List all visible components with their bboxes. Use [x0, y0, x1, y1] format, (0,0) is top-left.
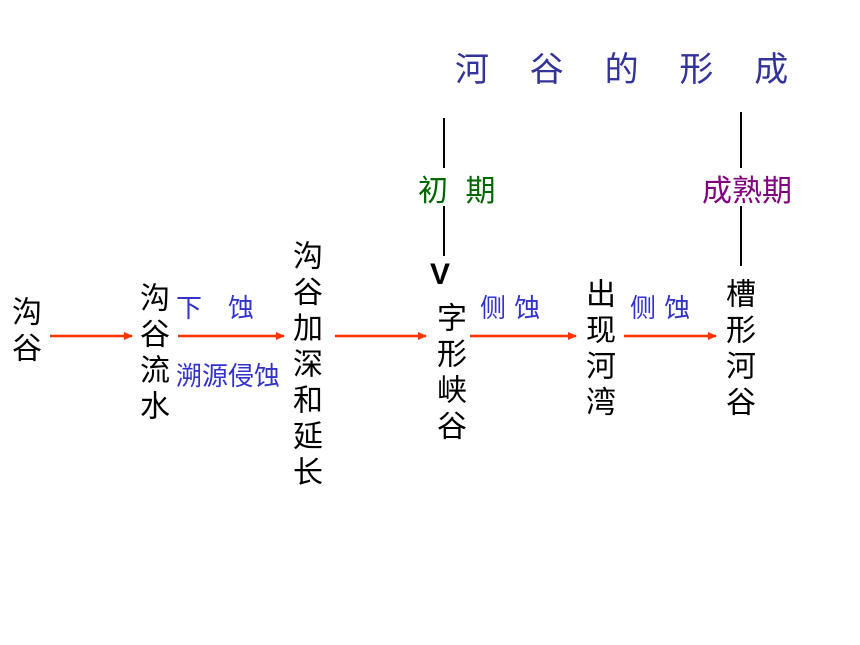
label-lateral-erosion-2: 侧 蚀	[630, 294, 691, 324]
label-headward-erosion: 溯源侵蚀	[176, 362, 281, 392]
early-stage-label: 初 期	[418, 174, 500, 209]
mature-stage-line-top	[740, 112, 742, 168]
label-downcutting: 下 蚀	[176, 294, 255, 324]
node-meanders-appear: 出现河湾	[580, 278, 615, 422]
mature-stage-line-bottom	[740, 206, 742, 266]
node-trough-valley: 槽形河谷	[720, 278, 755, 422]
node-gully-deepen-extend: 沟谷加深和延长	[287, 240, 322, 492]
node-v-shaped-gorge: 字形峡谷	[431, 302, 466, 446]
early-stage-line-top	[443, 118, 445, 168]
node-v-letter: V	[430, 258, 451, 291]
node-gully-flow: 沟谷流水	[134, 282, 169, 426]
early-stage-line-bottom	[443, 206, 445, 256]
node-gully: 沟谷	[6, 296, 41, 368]
mature-stage-label: 成熟期	[702, 174, 792, 209]
diagram-title: 河 谷 的 形 成	[455, 50, 804, 90]
label-lateral-erosion-1: 侧 蚀	[480, 294, 541, 324]
